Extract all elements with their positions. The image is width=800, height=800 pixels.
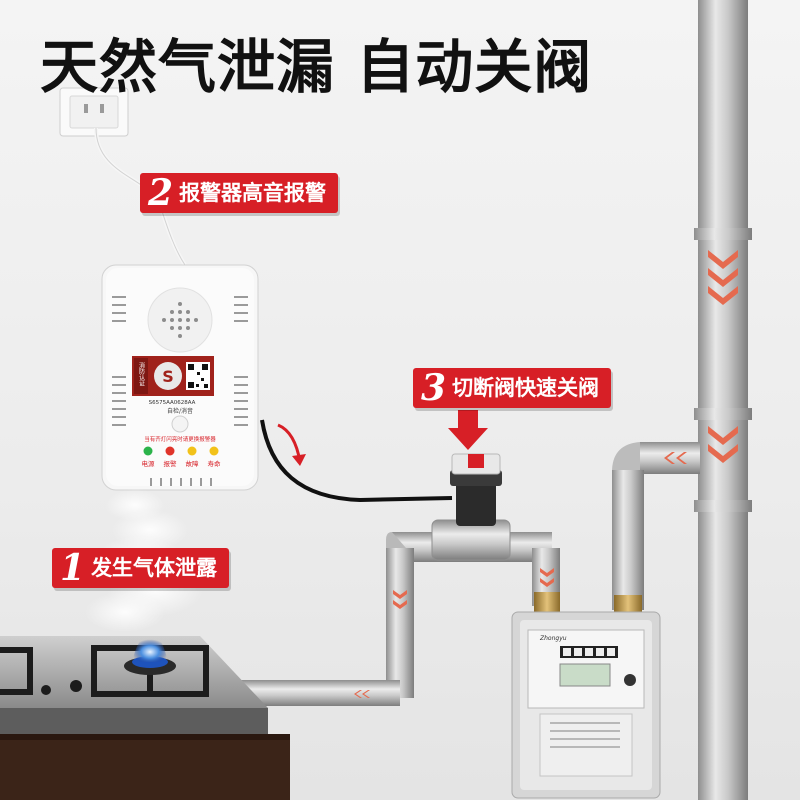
shutoff-valve	[431, 410, 511, 561]
branch-pipe	[612, 442, 700, 623]
certification-label: 消防认证	[138, 361, 145, 387]
headline: 天然气泄漏 自动关阀	[40, 33, 593, 101]
callout-gas-leak: 1 发生气体泄露	[52, 547, 230, 589]
signal-cable	[260, 419, 453, 503]
detector-notice: 当有齐灯闪亮时请更换报警器	[144, 435, 216, 443]
callout-number: 1	[60, 547, 86, 589]
test-button-label: 自检/消音	[167, 407, 193, 415]
flow-arrows-riser	[708, 250, 738, 463]
serial-number: S6575AA0628AA	[149, 400, 196, 406]
indicator-label: 寿命	[208, 459, 222, 468]
indicator-label: 故障	[186, 459, 200, 468]
indicator-label: 电源	[142, 459, 156, 468]
gas-stove	[0, 636, 290, 800]
indicator-light-1	[165, 446, 175, 456]
callout-text: 发生气体泄露	[91, 555, 218, 580]
callout-text: 切断阀快速关阀	[452, 375, 600, 400]
indicator-lights: 电源报警故障寿命	[142, 446, 222, 468]
indicator-light-0	[143, 446, 153, 456]
callout-valve-shutoff: 3 切断阀快速关阀	[413, 367, 612, 409]
down-arrow-icon	[448, 410, 488, 450]
meter-brand: Zhongyu	[539, 635, 567, 642]
wall-socket	[59, 87, 129, 137]
flame-icon	[132, 636, 168, 662]
indicator-light-3	[209, 446, 219, 456]
speaker-grille	[162, 302, 198, 338]
indicator-light-2	[187, 446, 197, 456]
test-button	[171, 415, 189, 433]
callout-alarm: 2 报警器高音报警	[140, 172, 339, 214]
gas-detector: 消防认证 S S6575AA0628AA 自检/消音 当有齐灯闪亮时请更换报警器…	[101, 264, 259, 491]
gas-meter: Zhongyu	[511, 611, 661, 799]
svg-text:S: S	[162, 367, 174, 386]
indicator-label: 报警	[164, 459, 178, 468]
callout-number: 2	[148, 172, 174, 214]
gas-riser-pipe	[694, 0, 752, 800]
callout-number: 3	[421, 367, 447, 409]
callout-text: 报警器高音报警	[179, 180, 327, 205]
